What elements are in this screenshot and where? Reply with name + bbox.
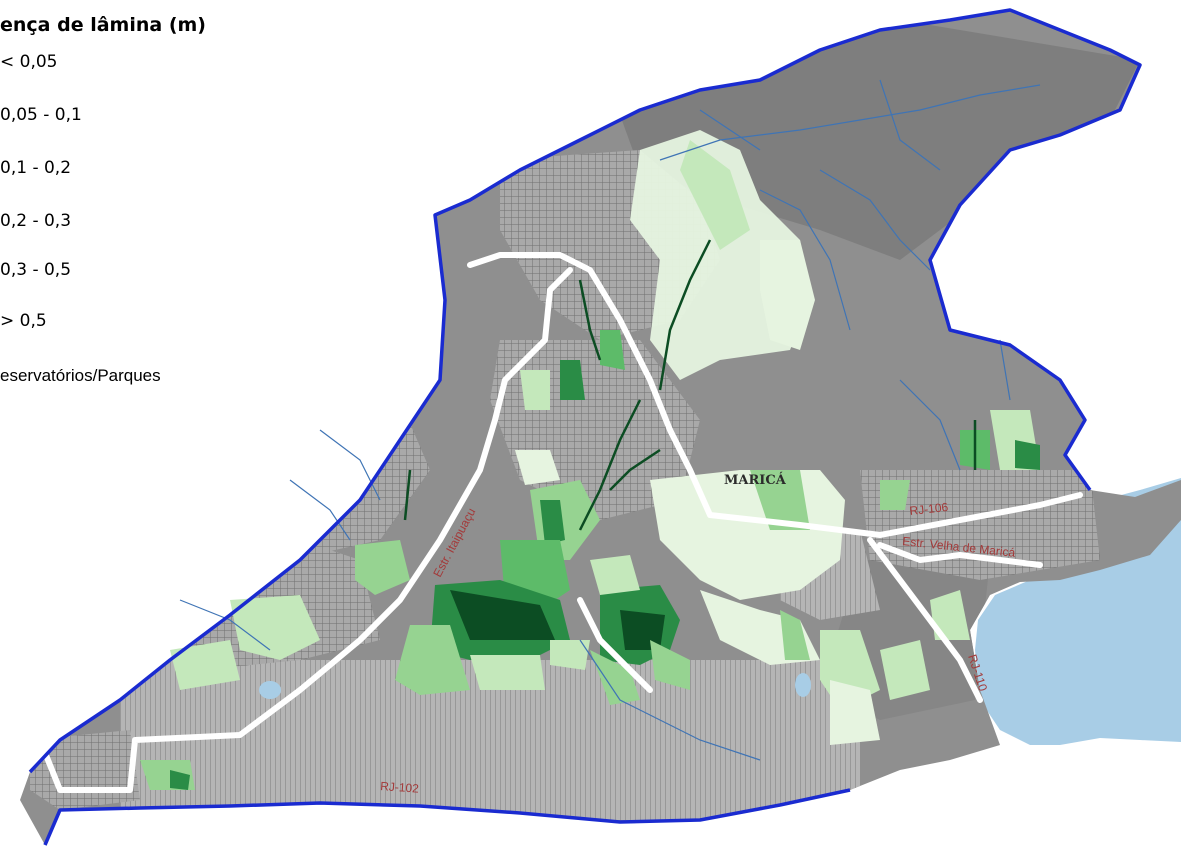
legend-item-class-2: 0,05 - 0,1 [0,105,82,125]
legend-item-class-3: 0,1 - 0,2 [0,158,72,178]
main-roads [37,252,1083,793]
legend-title: ença de lâmina (m) [0,14,206,36]
legend-item-class-4: 0,2 - 0,3 [0,211,72,231]
urban-area [860,470,1100,580]
legend-item-class-6: > 0,5 [0,311,47,331]
reservoir [795,673,811,697]
legend-item-class-1: < 0,05 [0,52,58,72]
reservoir [259,681,281,699]
legend-item-reservoirs: eservatórios/Parques [0,366,161,385]
rivers [179,79,1041,761]
road-label-rj106: RJ-106 [909,500,949,518]
map-legend: ença de lâmina (m) < 0,05 0,05 - 0,1 0,1… [0,0,260,400]
municipal-boundary [28,8,1142,774]
legend-item-class-5: 0,3 - 0,5 [0,260,72,280]
coastline [43,788,851,846]
drainage-channels [403,239,977,531]
city-label: MARICÁ [724,472,787,488]
road-label-rj102: RJ-102 [380,779,420,796]
urban-area [30,730,140,810]
flood-depth-areas [140,130,1040,790]
